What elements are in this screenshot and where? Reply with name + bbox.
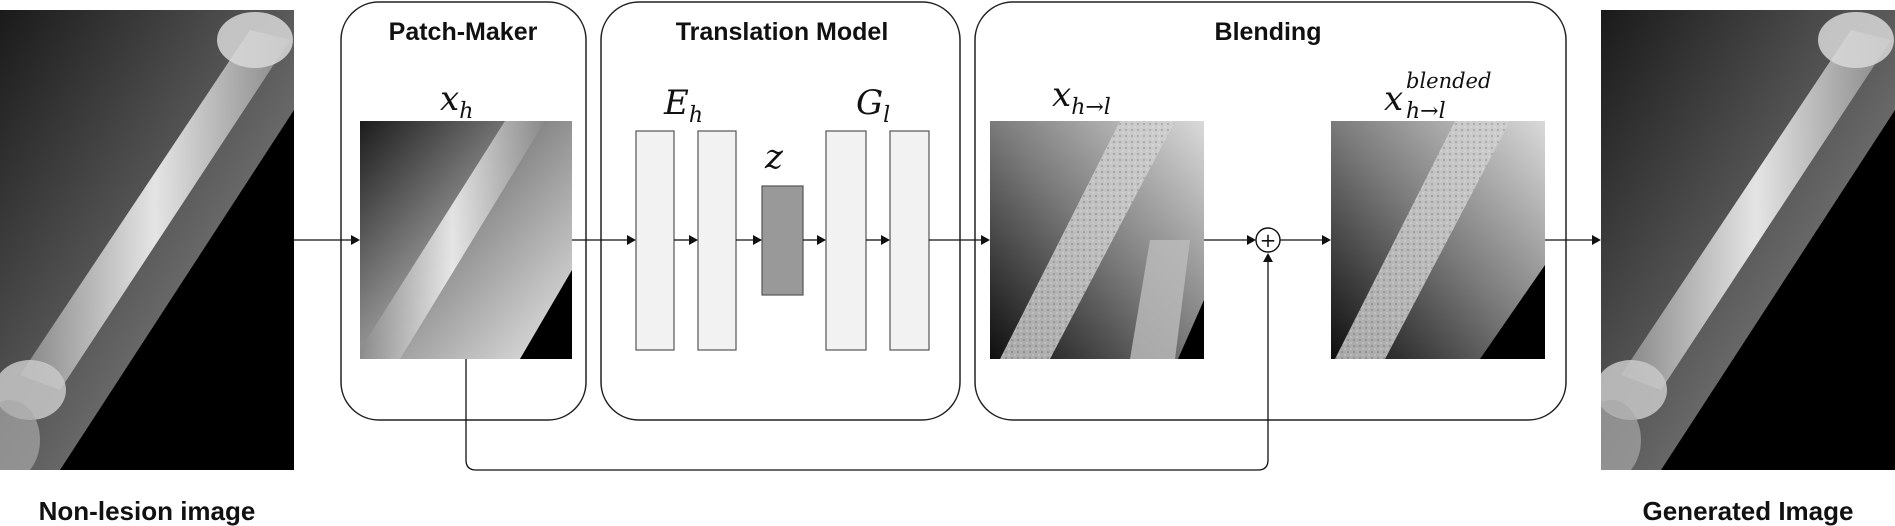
translation-model-title: Translation Model [676, 18, 889, 46]
latent-block [761, 185, 804, 296]
svg-text:blended: blended [1406, 69, 1491, 93]
output-caption: Generated Image [1643, 496, 1854, 526]
generator-block-1 [825, 130, 867, 351]
generator-block-2 [889, 130, 930, 351]
svg-text:h→l: h→l [1406, 99, 1446, 124]
blended-patch-image [1331, 121, 1545, 359]
input-xray-image [0, 10, 294, 470]
svg-text:+: + [1260, 228, 1277, 252]
translated-patch-label: xh→l [1052, 75, 1111, 120]
translated-patch-image [990, 121, 1204, 359]
patch-maker-title: Patch-Maker [389, 18, 538, 46]
patch-label: xh [440, 79, 473, 124]
encoder-label: Eh [663, 83, 703, 128]
output-xray-image [1601, 10, 1895, 470]
generator-label: Gl [856, 83, 890, 128]
source-patch-image [360, 121, 572, 359]
encoder-block-1 [635, 130, 675, 351]
blended-patch-label: x blended h→l [1384, 69, 1491, 124]
flow-arrows [294, 235, 1601, 471]
blend-operator-icon: + [1255, 227, 1281, 253]
input-caption: Non-lesion image [39, 496, 256, 526]
blending-title: Blending [1215, 18, 1322, 46]
latent-label: z [764, 137, 784, 177]
svg-text:x: x [1384, 79, 1403, 119]
encoder-block-2 [697, 130, 737, 351]
